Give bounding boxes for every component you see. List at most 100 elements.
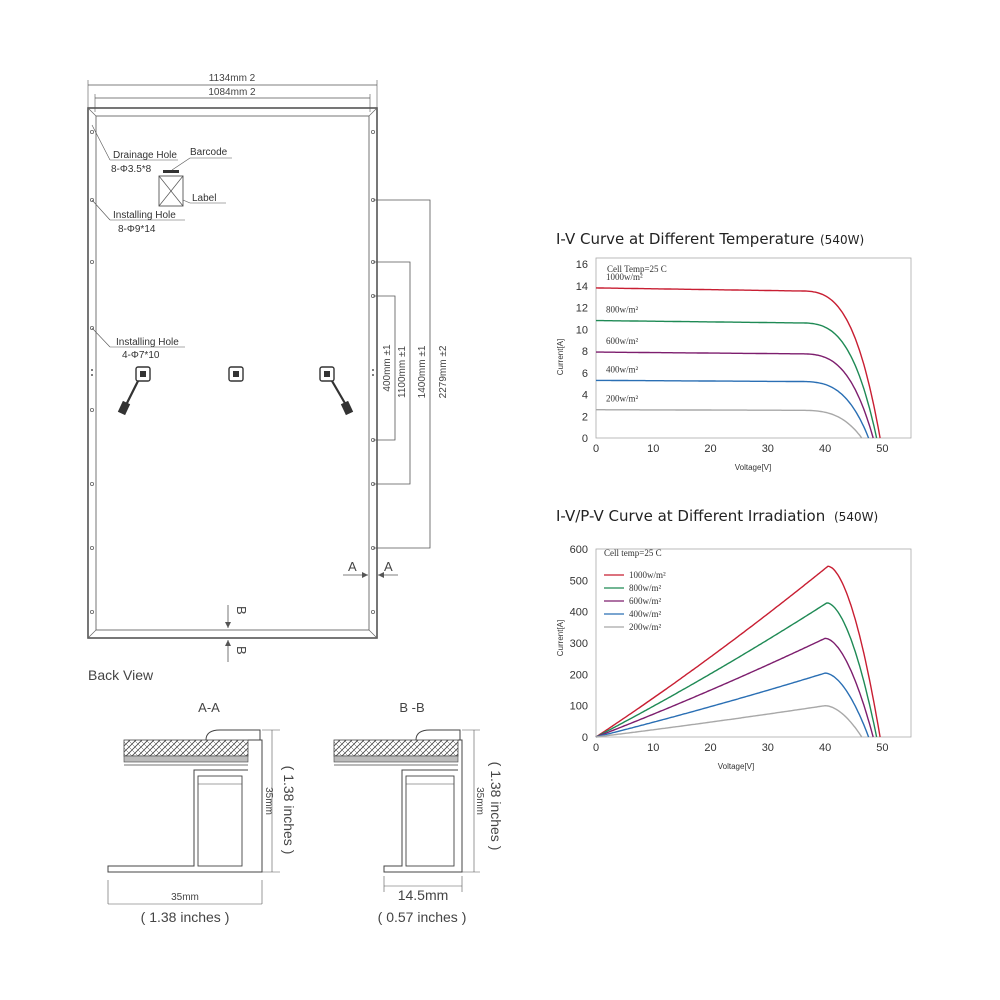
bb-width-mm: 14.5mm [398, 887, 449, 903]
y-tick-label: 8 [582, 346, 588, 358]
aa-frame-cavity [197, 775, 243, 867]
drainage-hole-label: Drainage Hole [113, 150, 177, 161]
chart-iv-temperature: I-V Curve at Different Temperature (540W… [556, 230, 912, 472]
installing-hole-1-label: Installing Hole [113, 210, 176, 221]
junction-box-center [228, 366, 244, 382]
barcode-label: Barcode [190, 147, 228, 158]
frame-corner-br [368, 629, 378, 639]
series-label: 600w/m² [606, 336, 639, 346]
aa-height-mm: 35mm [263, 787, 274, 815]
section-aa-title: A-A [198, 700, 220, 715]
y-tick-label: 100 [570, 701, 588, 713]
x-tick-label: 50 [876, 443, 888, 455]
vertical-dim-lines [373, 199, 431, 549]
label-box [158, 175, 184, 207]
chart1-xlabel: Voltage[V] [735, 463, 771, 472]
x-tick-label: 10 [647, 443, 659, 455]
section-aa-drawing: A-A 35mm ( 1.38 inches ) 35mm ( 1.38 inc… [107, 700, 297, 925]
iv-series-line [596, 379, 870, 439]
y-tick-label: 12 [576, 303, 588, 315]
x-tick-label: 0 [593, 742, 599, 754]
y-tick-label: 600 [570, 544, 588, 556]
iv-series-line [596, 319, 878, 439]
x-tick-label: 20 [704, 742, 716, 754]
aa-width-mm: 35mm [171, 892, 199, 903]
y-tick-label: 2 [582, 411, 588, 423]
frame-corner-bl [87, 629, 97, 639]
y-tick-label: 400 [570, 607, 588, 619]
aa-laminate [123, 739, 249, 757]
chart1-ylabel: Current[A] [556, 339, 565, 375]
legend-label: 800w/m² [629, 583, 662, 593]
label-leader [182, 199, 191, 204]
bb-frame-cavity [405, 775, 455, 867]
legend-label: 600w/m² [629, 596, 662, 606]
y-tick-label: 10 [576, 324, 588, 336]
pv-series-line [595, 637, 874, 738]
dim-1400-label: 1400mm ±1 [417, 345, 428, 398]
dim-2279-label: 2279mm ±2 [438, 345, 449, 398]
section-bb-title: B -B [399, 700, 424, 715]
small-dot-marks [91, 369, 374, 376]
bb-frame-outline [383, 739, 463, 873]
x-tick-label: 40 [819, 443, 831, 455]
section-bb-drawing: B -B 35mm ( 1.38 inches ) 14.5mm ( 0.57 … [333, 700, 504, 925]
iv-series-line [596, 287, 881, 439]
aa-frame-lip [205, 729, 261, 741]
inner-width-label: 1084mm 2 [208, 87, 256, 98]
series-label: 200w/m² [606, 394, 639, 404]
section-b-mark-bottom: B [234, 646, 249, 655]
section-a-arrowhead-right [378, 572, 384, 578]
y-tick-label: 16 [576, 259, 588, 271]
chart2-title: I-V/P-V Curve at Different Irradiation [556, 507, 825, 525]
x-tick-label: 10 [647, 742, 659, 754]
chart2-title-suffix: (540W) [834, 510, 878, 524]
y-tick-label: 14 [576, 281, 588, 293]
chart2-ylabel: Current[A] [556, 620, 565, 656]
panel-outer-frame [87, 107, 378, 639]
aa-height-in: ( 1.38 inches ) [281, 766, 297, 855]
series-label: 400w/m² [606, 364, 639, 374]
y-tick-label: 0 [582, 732, 588, 744]
chart1-frame [595, 257, 912, 439]
label-box-cross-2 [158, 175, 184, 207]
x-tick-label: 20 [704, 443, 716, 455]
chart2-frame [595, 548, 912, 738]
drainage-hole-spec: 8-Φ3.5*8 [111, 164, 152, 175]
y-tick-label: 300 [570, 638, 588, 650]
bb-laminate [333, 739, 459, 757]
section-a-arrowhead-left [362, 572, 368, 578]
chart-ipv-irradiation: I-V/P-V Curve at Different Irradiation (… [556, 507, 912, 771]
label-label: Label [192, 193, 216, 204]
chart1-annotation: Cell Temp=25 C [607, 264, 667, 274]
pv-series-line [595, 565, 881, 738]
legend-label: 200w/m² [629, 622, 662, 632]
aa-width-in: ( 1.38 inches ) [141, 909, 230, 925]
back-view-drawing: 1134mm 2 1084mm 2 Bar [87, 73, 449, 683]
y-tick-label: 500 [570, 575, 588, 587]
x-tick-label: 0 [593, 443, 599, 455]
frame-corner-tr [368, 107, 378, 117]
pv-series-line [595, 672, 870, 738]
iv-series-line [596, 351, 874, 439]
x-tick-label: 40 [819, 742, 831, 754]
chart2-annotation: Cell temp=25 C [604, 548, 662, 558]
bb-frame-lip [415, 729, 461, 741]
outer-width-label: 1134mm 2 [209, 73, 256, 84]
x-tick-label: 50 [876, 742, 888, 754]
aa-backsheet [123, 755, 249, 763]
aa-frame-outline [107, 739, 263, 873]
bb-width-in: ( 0.57 inches ) [378, 909, 467, 925]
installing-hole-1-spec: 8-Φ9*14 [118, 224, 156, 235]
drainage-leader [91, 124, 111, 161]
pv-series-line [595, 602, 878, 738]
installing-hole-2-spec: 4-Φ7*10 [122, 350, 160, 361]
series-label: 800w/m² [606, 305, 639, 315]
x-tick-label: 30 [762, 443, 774, 455]
legend-label: 1000w/m² [629, 570, 666, 580]
